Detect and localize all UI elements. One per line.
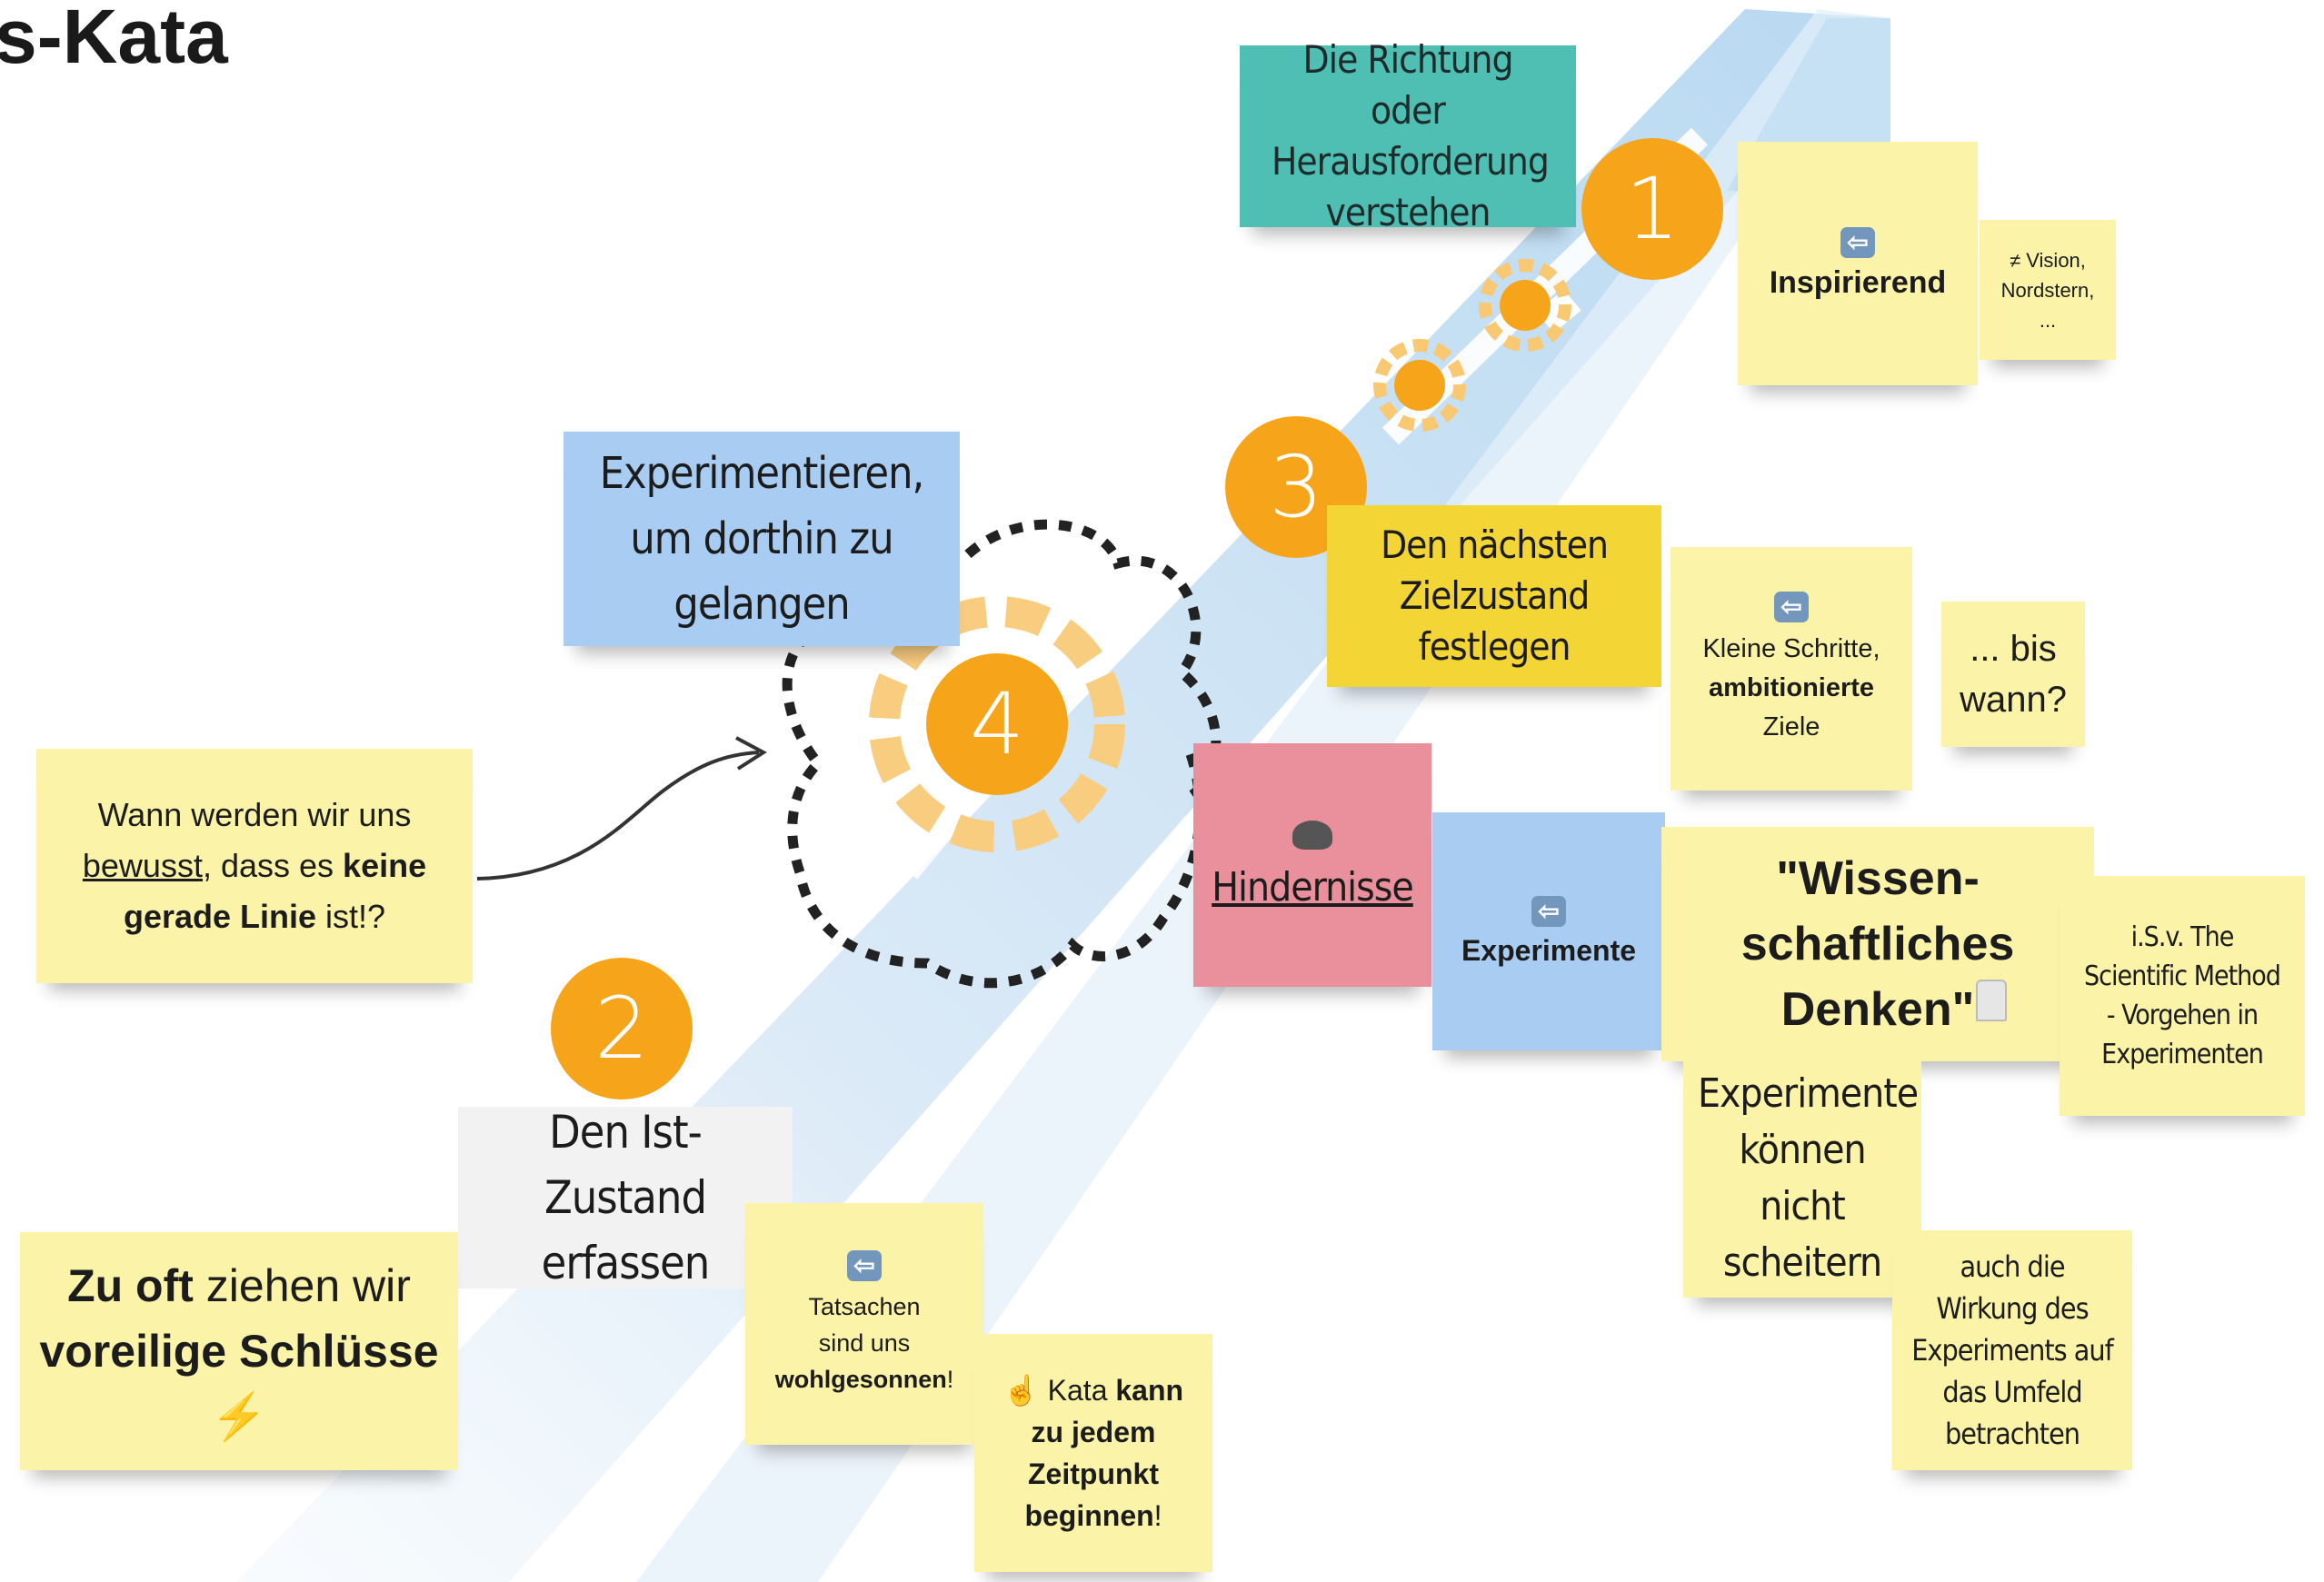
wirkung-note[interactable]: auch die Wirkung des Experiments auf das… [1892, 1230, 2132, 1470]
step1-label: Die Richtung oder Herausforderung verste… [1272, 37, 1550, 234]
step1-number: 1 [1625, 159, 1680, 259]
nicht-scheitern-note[interactable]: Experimente können nicht scheitern [1683, 1060, 1921, 1298]
kleine-schritte-line1: Kleine Schritte, [1702, 633, 1880, 663]
step3-note[interactable]: Den nächsten Zielzustand festlegen [1327, 505, 1661, 687]
voreilig-note[interactable]: Zu oft ziehen wir voreilige Schlüsse ⚡ [20, 1232, 458, 1470]
kata-beginnen-text: ☝ Kata kann zu jedem Zeitpunkt beginnen! [993, 1369, 1193, 1537]
bis-wann-text: ... bis wann? [1960, 629, 2067, 720]
nicht-scheitern-text: Experimente können nicht scheitern [1698, 1070, 1919, 1286]
voreilig-bold1: Zu oft [67, 1260, 194, 1311]
hindernisse-note[interactable]: Hindernisse [1193, 743, 1431, 987]
experimente-note[interactable]: ⇦ Experimente [1432, 812, 1665, 1050]
inspirierend-note[interactable]: ⇦ Inspirierend [1738, 142, 1978, 385]
kleine-schritte-bold: ambitionierte [1708, 672, 1875, 702]
board-title: s-Kata [0, 0, 228, 79]
gerade-linie-part2: , dass es [202, 847, 344, 884]
step2-number: 2 [594, 979, 649, 1079]
step4-note[interactable]: Experimentieren, um dorthin zu gelangen [564, 432, 960, 646]
kata-beginnen-bold: kann zu jedem Zeitpunkt beginnen [1024, 1374, 1184, 1532]
step3-label: Den nächsten Zielzustand festlegen [1381, 522, 1609, 669]
kata-beginnen-part1: Kata [1039, 1374, 1116, 1407]
lab-coat-icon [1976, 980, 2007, 1021]
step2-circle[interactable]: 2 [551, 958, 693, 1099]
step3-number: 3 [1269, 437, 1323, 537]
voreilig-bold2: voreilige Schlüsse [39, 1326, 439, 1377]
vision-note[interactable]: ≠ Vision, Nordstern, ... [1980, 220, 2116, 360]
wissenschaft-text: "Wissen-schaftliches Denken" [1741, 852, 2015, 1036]
step4-circle[interactable]: 4 [926, 653, 1068, 795]
back-arrow-icon: ⇦ [1531, 895, 1566, 927]
bis-wann-note[interactable]: ... bis wann? [1941, 602, 2085, 747]
experimente-text: Experimente [1461, 933, 1637, 967]
gerade-linie-bold: keine gerade Linie [123, 847, 427, 935]
step2-label: Den Ist-Zustand erfassen [541, 1106, 711, 1289]
inspirierend-text: Inspirierend [1769, 264, 1947, 300]
gerade-linie-part1: Wann werden wir uns [97, 796, 412, 833]
step2-note[interactable]: Den Ist-Zustand erfassen [458, 1106, 793, 1289]
kleine-schritte-line3: Ziele [1762, 711, 1820, 741]
wissenschaft-note[interactable]: "Wissen-schaftliches Denken" [1661, 827, 2094, 1061]
step1-circle[interactable]: 1 [1581, 138, 1723, 280]
step1-note[interactable]: Die Richtung oder Herausforderung verste… [1240, 37, 1576, 234]
gerade-linie-note[interactable]: Wann werden wir uns bewusst, dass es kei… [36, 749, 473, 983]
kleine-schritte-note[interactable]: ⇦ Kleine Schritte, ambitionierte Ziele [1671, 547, 1912, 791]
step4-label: Experimentieren, um dorthin zu gelangen [599, 448, 924, 630]
vision-text: ≠ Vision, Nordstern, ... [2000, 248, 2095, 332]
kata-beginnen-part2: ! [1153, 1499, 1162, 1532]
gerade-linie-underlined: bewusst [82, 847, 203, 884]
voreilig-part1: ziehen wir [193, 1260, 411, 1311]
gerade-linie-text: Wann werden wir uns bewusst, dass es kei… [62, 790, 447, 942]
scientific-method-note[interactable]: i.S.v. The Scientific Method - Vorgehen … [2060, 876, 2305, 1116]
hindernisse-text: Hindernisse [1212, 863, 1414, 910]
back-arrow-icon: ⇦ [847, 1250, 882, 1281]
tatsachen-line2: wohlgesonnen! [775, 1361, 954, 1398]
wirkung-text: auch die Wirkung des Experiments auf das… [1911, 1249, 2114, 1451]
tatsachen-note[interactable]: ⇦ Tatsachen sind uns wohlgesonnen! [745, 1203, 983, 1445]
tatsachen-bold: wohlgesonnen [774, 1366, 947, 1393]
back-arrow-icon: ⇦ [1840, 226, 1875, 258]
scientific-method-text: i.S.v. The Scientific Method - Vorgehen … [2084, 921, 2281, 1070]
tatsachen-text2: ! [946, 1366, 954, 1393]
pointing-finger-icon: ☝ [1002, 1374, 1040, 1407]
voreilig-text: Zu oft ziehen wir voreilige Schlüsse ⚡ [33, 1253, 445, 1449]
rock-icon [1292, 820, 1332, 850]
gerade-linie-part3: ist!? [316, 898, 386, 935]
tatsachen-text1: Tatsachen sind uns [808, 1293, 921, 1357]
step4-number: 4 [970, 674, 1024, 774]
back-arrow-icon: ⇦ [1774, 591, 1809, 622]
kata-beginnen-note[interactable]: ☝ Kata kann zu jedem Zeitpunkt beginnen! [974, 1334, 1212, 1572]
lightning-icon: ⚡ [210, 1391, 268, 1442]
